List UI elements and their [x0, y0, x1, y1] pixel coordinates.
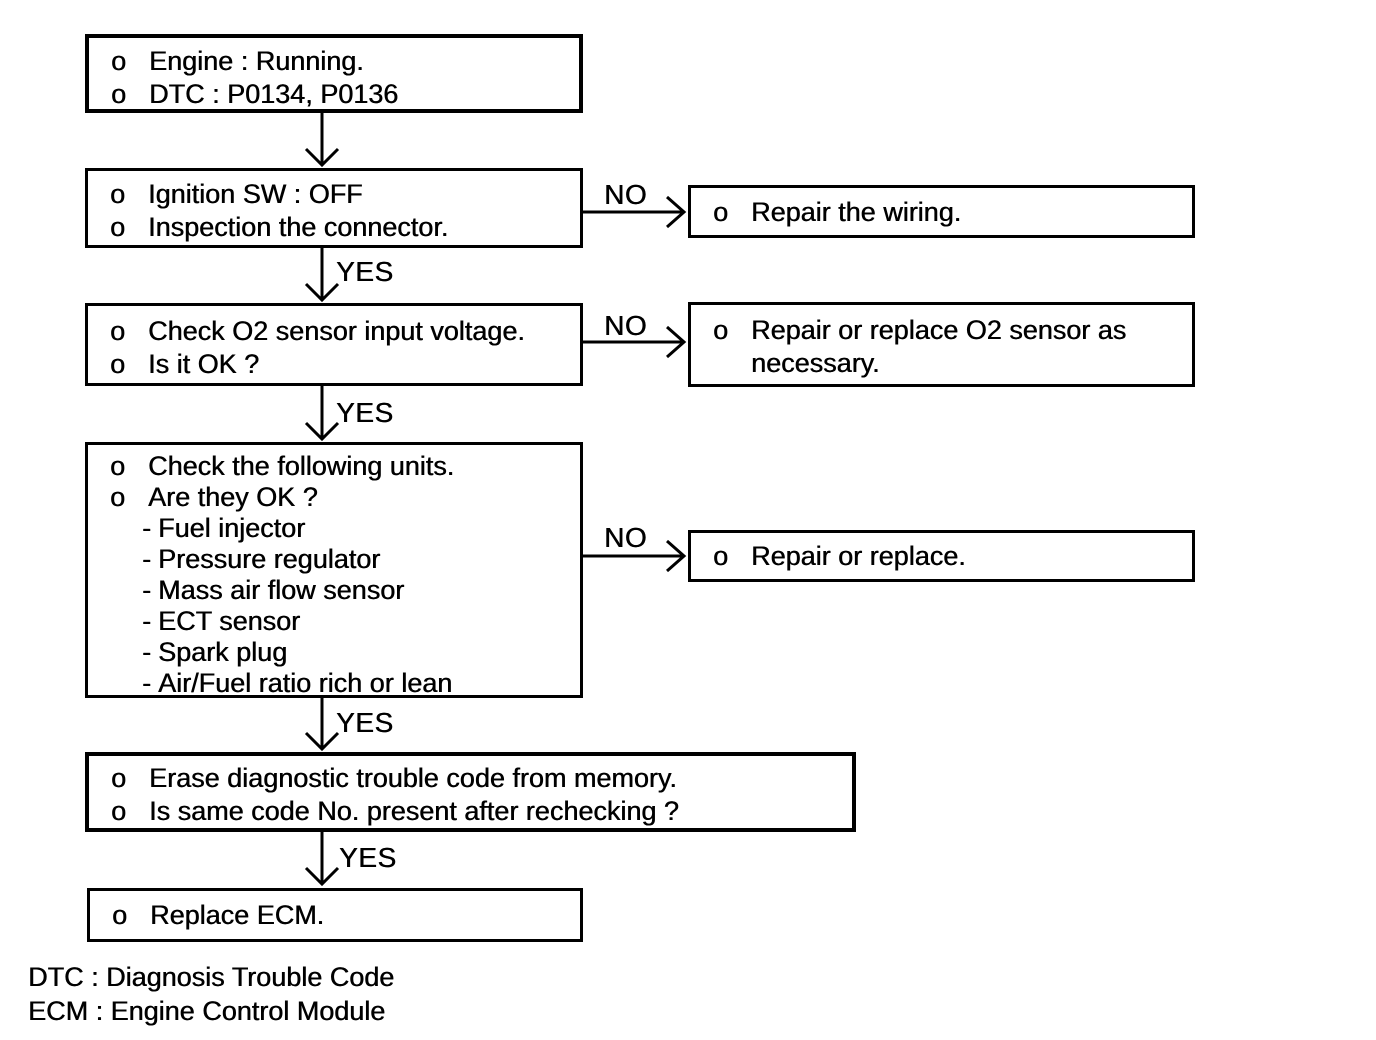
dash-marker: -	[142, 575, 151, 605]
yes-label-1: YES	[336, 256, 394, 287]
no-label-2: NO	[604, 310, 647, 341]
bullet-marker: o	[110, 316, 126, 346]
footnote-ecm: ECM : Engine Control Module	[28, 996, 386, 1026]
flow-box-replace-ecm: o Replace ECM.	[87, 888, 583, 942]
list-item: o Repair or replace O2 sensor as necessa…	[691, 314, 1192, 380]
step-text: Inspection the connector.	[148, 212, 449, 242]
list-item: - Pressure regulator	[88, 544, 580, 575]
step-text: DTC : P0134, P0136	[149, 79, 399, 109]
dash-marker: -	[142, 544, 151, 574]
dash-marker: -	[142, 637, 151, 667]
step-text: Fuel injector	[158, 513, 306, 543]
bullet-marker: o	[713, 197, 729, 227]
dash-marker: -	[142, 606, 151, 636]
step-text: ECT sensor	[158, 606, 301, 636]
list-item: o Erase diagnostic trouble code from mem…	[89, 762, 852, 795]
flow-box-repair-wiring: o Repair the wiring.	[688, 185, 1195, 238]
no-label-3: NO	[604, 522, 647, 553]
flow-box-engine-running: o Engine : Running. o DTC : P0134, P0136	[85, 34, 583, 113]
flow-box-ignition-sw: o Ignition SW : OFF o Inspection the con…	[85, 168, 583, 248]
arrow-no-check-units-to-repair	[583, 539, 687, 573]
flow-box-check-o2-voltage: o Check O2 sensor input voltage. o Is it…	[85, 303, 583, 386]
list-item: o Are they OK ?	[88, 482, 580, 513]
step-text: Ignition SW : OFF	[148, 179, 363, 209]
flow-box-check-units: o Check the following units. o Are they …	[85, 442, 583, 698]
step-text: Engine : Running.	[149, 46, 364, 76]
step-text: Pressure regulator	[158, 544, 381, 574]
bullet-marker: o	[110, 451, 126, 481]
step-text: Mass air flow sensor	[158, 575, 405, 605]
list-item: o Inspection the connector.	[88, 211, 580, 244]
bullet-marker: o	[110, 349, 126, 379]
bullet-marker: o	[110, 482, 126, 512]
step-text: Is it OK ?	[148, 349, 260, 379]
list-item: o Is it OK ?	[88, 348, 580, 381]
yes-label-2: YES	[336, 397, 394, 428]
footnote-dtc: DTC : Diagnosis Trouble Code	[28, 962, 395, 992]
flow-box-repair-o2-sensor: o Repair or replace O2 sensor as necessa…	[688, 302, 1195, 387]
list-item: o Ignition SW : OFF	[88, 178, 580, 211]
step-text: Are they OK ?	[148, 482, 318, 512]
list-item: - Fuel injector	[88, 513, 580, 544]
list-item: - Mass air flow sensor	[88, 575, 580, 606]
list-item: - ECT sensor	[88, 606, 580, 637]
step-text: Repair the wiring.	[751, 197, 962, 227]
bullet-marker: o	[111, 46, 127, 76]
list-item: o Repair the wiring.	[691, 196, 1192, 229]
yes-label-3: YES	[336, 707, 394, 738]
flow-box-repair-or-replace: o Repair or replace.	[688, 530, 1195, 582]
arrow-yes-check-o2-to-check-units	[304, 386, 340, 442]
step-text: Repair or replace O2 sensor as necessary…	[751, 315, 1127, 378]
bullet-marker: o	[112, 900, 128, 930]
bullet-marker: o	[111, 79, 127, 109]
bullet-marker: o	[110, 179, 126, 209]
arrow-no-ignition-to-repair-wiring	[583, 195, 687, 229]
dash-marker: -	[142, 668, 151, 698]
step-text: Spark plug	[158, 637, 288, 667]
list-item: - Spark plug	[88, 637, 580, 668]
list-item: o Replace ECM.	[90, 899, 580, 932]
step-text: Check O2 sensor input voltage.	[148, 316, 525, 346]
step-text: Erase diagnostic trouble code from memor…	[149, 763, 677, 793]
bullet-marker: o	[110, 212, 126, 242]
arrow-start-to-ignition	[304, 113, 340, 168]
dash-marker: -	[142, 513, 151, 543]
bullet-marker: o	[713, 315, 729, 345]
flow-box-erase-dtc: o Erase diagnostic trouble code from mem…	[85, 752, 856, 832]
list-item: o Engine : Running.	[89, 45, 579, 78]
step-text: Is same code No. present after recheckin…	[149, 796, 679, 826]
no-label-1: NO	[604, 179, 647, 210]
step-text: Replace ECM.	[150, 900, 325, 930]
arrow-no-check-o2-to-repair-o2	[583, 325, 687, 359]
step-text: Air/Fuel ratio rich or lean	[158, 668, 453, 698]
bullet-marker: o	[713, 541, 729, 571]
arrow-yes-erase-to-replace-ecm	[304, 832, 340, 887]
list-item: o DTC : P0134, P0136	[89, 78, 579, 111]
arrow-yes-ignition-to-check-o2	[304, 248, 340, 303]
yes-label-4: YES	[339, 842, 397, 873]
bullet-marker: o	[111, 796, 127, 826]
list-item: o Check the following units.	[88, 451, 580, 482]
step-text: Repair or replace.	[751, 541, 966, 571]
step-text: Check the following units.	[148, 451, 455, 481]
list-item: o Repair or replace.	[691, 540, 1192, 573]
bullet-marker: o	[111, 763, 127, 793]
list-item: - Air/Fuel ratio rich or lean	[88, 668, 580, 699]
arrow-yes-check-units-to-erase	[304, 698, 340, 752]
list-item: o Check O2 sensor input voltage.	[88, 315, 580, 348]
list-item: o Is same code No. present after recheck…	[89, 795, 852, 828]
